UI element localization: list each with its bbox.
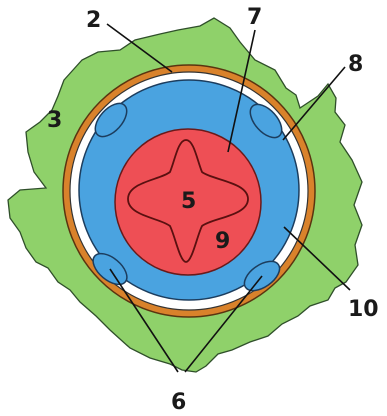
label-3: 3 — [47, 108, 62, 133]
label-10: 10 — [348, 297, 379, 322]
label-2: 2 — [86, 8, 101, 33]
label-5: 5 — [181, 189, 196, 214]
label-6: 6 — [171, 390, 186, 415]
label-8: 8 — [348, 52, 363, 77]
label-7: 7 — [247, 5, 262, 30]
label-9: 9 — [215, 229, 230, 254]
